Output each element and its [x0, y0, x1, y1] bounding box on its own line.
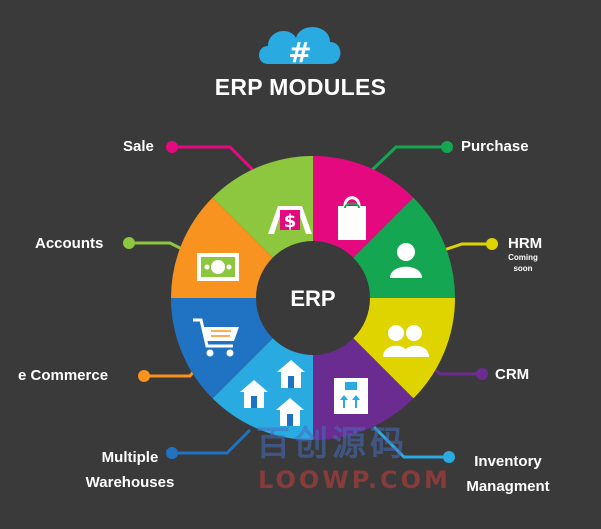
wheel-segment-accounts [212, 156, 313, 260]
connector-dot-sale [166, 141, 178, 153]
label-sale: Sale [123, 138, 154, 155]
label-ecommerce: e Commerce [18, 367, 109, 384]
shopping-bag-icon [338, 196, 366, 240]
connector-dot-purchase [441, 141, 453, 153]
connector-sale [172, 145, 257, 174]
center-label: ERP [290, 286, 335, 311]
svg-text:$: $ [284, 211, 297, 232]
money-icon [197, 253, 239, 281]
connector-inventory [372, 425, 449, 459]
user-icon [390, 243, 422, 278]
users-icon [383, 325, 429, 357]
connector-dot-warehouses [166, 447, 178, 459]
box-icon [334, 378, 368, 414]
connector-lines [123, 141, 498, 463]
label-hrm: HRM [508, 235, 543, 252]
wheel-segment-ecommerce [171, 197, 275, 298]
cart-icon [193, 318, 239, 357]
watermark-cn: 百创源码 [256, 424, 408, 464]
center-hub [256, 241, 370, 355]
label-crm: CRM [495, 366, 530, 383]
connector-dot-hrm [486, 238, 498, 250]
house-icon [277, 360, 305, 388]
page-title: ERP MODULES [214, 74, 387, 100]
house-icon-2 [240, 380, 268, 408]
watermark-en: LOOWP.COM [258, 466, 451, 494]
connector-purchase [368, 145, 447, 174]
label-inventory: Inventory Managment [466, 453, 550, 495]
connector-dot-ecommerce [138, 370, 150, 382]
connector-dot-inventory [443, 451, 455, 463]
connector-warehouses [172, 428, 252, 455]
label-hrm-note: Coming soon [508, 253, 538, 273]
label-accounts: Accounts [35, 235, 104, 252]
price-sign-icon: $ [268, 206, 312, 234]
label-warehouses: Multiple Warehouses [85, 449, 175, 491]
label-purchase: Purchase [461, 138, 529, 155]
house-icon-3 [276, 398, 304, 426]
connector-dot-accounts [123, 237, 135, 249]
connector-dot-crm [476, 368, 488, 380]
cloud-hash-icon: # [259, 27, 341, 69]
wheel-segment-warehouses [171, 298, 275, 399]
svg-text:#: # [288, 36, 311, 69]
